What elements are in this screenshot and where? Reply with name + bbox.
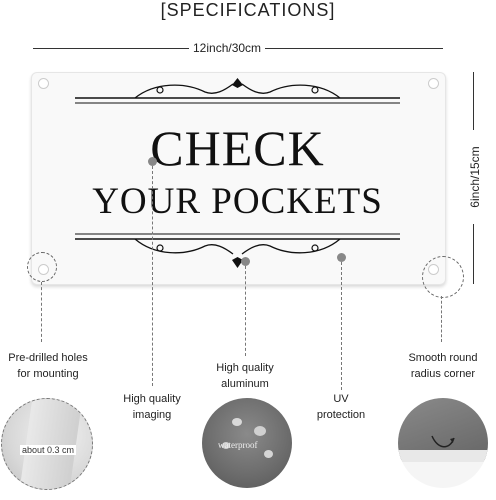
thickness-detail-image: about 0.3 cm [1, 398, 93, 490]
height-label: 6inch/15cm [468, 130, 482, 224]
curved-arrow-icon [431, 435, 455, 448]
corner-highlight-circle [422, 256, 464, 298]
thickness-label: about 0.3 cm [20, 445, 77, 455]
feature-uv-label: UV protection [316, 393, 366, 421]
aluminum-leader-line [245, 266, 246, 356]
width-label: 12inch/30cm [189, 41, 266, 55]
waterproof-detail-image: waterproof [202, 398, 292, 488]
feature-imaging-label: High quality imaging [123, 393, 181, 421]
imaging-leader-line [152, 166, 153, 386]
aluminum-marker [241, 257, 250, 266]
feature-corner-label: Smooth round radius corner [408, 352, 478, 380]
ornament-top-icon [75, 78, 400, 104]
round-corner-detail-image [398, 398, 488, 488]
uv-marker [337, 253, 346, 262]
sign-plate [31, 72, 446, 285]
feature-holes-label: Pre-drilled holes for mounting [8, 352, 88, 380]
holes-leader-line [41, 282, 42, 342]
waterproof-label: waterproof [218, 440, 258, 450]
mounting-hole-top-left [38, 78, 49, 89]
mounting-hole-top-right [428, 78, 439, 89]
feature-aluminum-label: High quality aluminum [216, 362, 274, 390]
uv-leader-line [341, 262, 342, 390]
sign-line-your-pockets: YOUR POCKETS [92, 181, 383, 222]
corner-leader-line [441, 296, 442, 342]
ornament-bottom-icon [75, 233, 400, 268]
imaging-marker [148, 157, 157, 166]
spec-title: [SPECIFICATIONS] [160, 0, 336, 20]
sign-line-check: CHECK [150, 120, 325, 176]
hole-highlight-circle [27, 252, 57, 282]
